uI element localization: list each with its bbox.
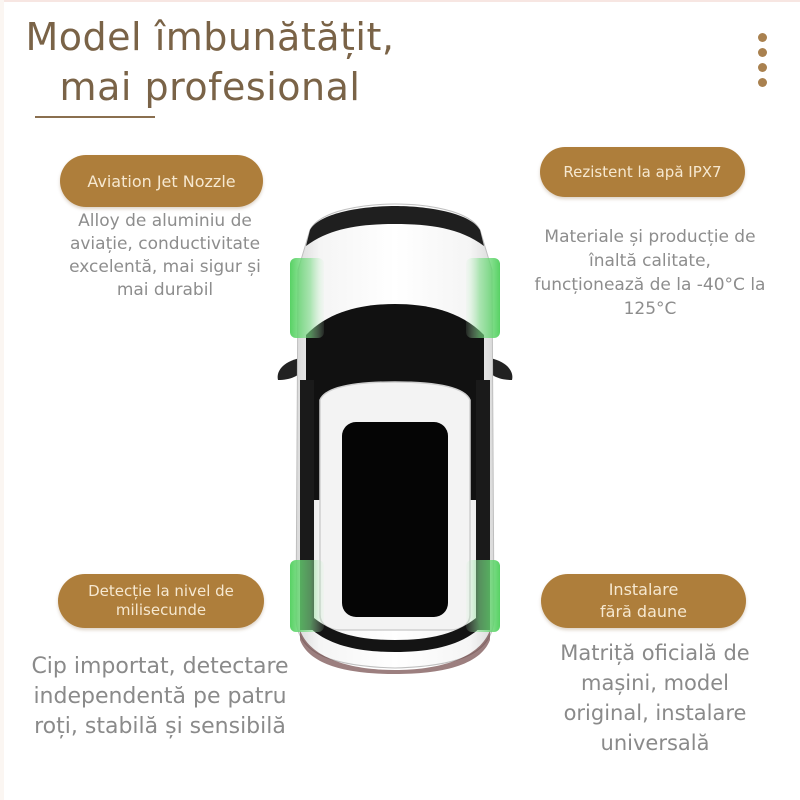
description-line: aviație, conductivitate xyxy=(69,234,261,254)
description-damage-free-install: Matriță oficială de mașini, model origin… xyxy=(510,638,800,758)
description-line: roți, stabilă și sensibilă xyxy=(34,714,286,739)
sensor-highlight-front-right xyxy=(466,258,500,338)
description-line: Cip importat, detectare xyxy=(31,654,289,679)
sensor-highlight-rear-right xyxy=(466,560,500,632)
title-underline xyxy=(35,116,155,118)
dot xyxy=(758,63,767,72)
description-line: mașini, model xyxy=(581,671,729,695)
dot xyxy=(758,48,767,57)
title-line-1: Model îmbunătățit, xyxy=(25,15,395,59)
description-millisecond-detection: Cip importat, detectare independentă pe … xyxy=(0,652,320,742)
top-border xyxy=(0,0,800,2)
title-line-2: mai profesional xyxy=(59,65,361,109)
sensor-highlight-rear-left xyxy=(290,560,324,632)
description-line: funcționează de la -40°C la xyxy=(534,275,766,295)
description-aviation-jet-nozzle: Alloy de aluminiu de aviație, conductivi… xyxy=(40,210,290,302)
dot xyxy=(758,33,767,42)
badge-label: Instalare xyxy=(608,580,679,599)
left-border xyxy=(0,0,4,800)
badge-millisecond-detection: Detecție la nivel de milisecunde xyxy=(58,574,264,628)
description-line: independentă pe patru xyxy=(33,684,287,709)
page-title: Model îmbunătățit, mai profesional xyxy=(0,12,420,112)
description-line: universală xyxy=(600,731,710,755)
badge-label: Rezistent la apă IPX7 xyxy=(563,163,722,181)
badge-label: Detecție la nivel de xyxy=(88,582,234,600)
description-line: mai durabil xyxy=(116,280,214,300)
description-line: înaltă calitate, xyxy=(589,251,711,271)
description-line: Alloy de aluminiu de xyxy=(78,211,252,231)
badge-label: fără daune xyxy=(600,602,687,621)
badge-damage-free-install: Instalare fără daune xyxy=(541,574,746,628)
badge-waterproof-ipx7: Rezistent la apă IPX7 xyxy=(540,147,745,197)
vertical-dots-icon xyxy=(758,33,770,87)
sensor-highlight-front-left xyxy=(290,258,324,338)
car-top-view-illustration xyxy=(270,200,520,675)
description-line: Matriță oficială de xyxy=(560,641,750,665)
description-line: Materiale și producție de xyxy=(544,227,756,247)
description-line: original, instalare xyxy=(563,701,747,725)
badge-aviation-jet-nozzle: Aviation Jet Nozzle xyxy=(60,155,263,207)
badge-label: milisecunde xyxy=(115,601,207,619)
description-line: 125°C xyxy=(623,299,677,319)
dot xyxy=(758,78,767,87)
description-waterproof-ipx7: Materiale și producție de înaltă calitat… xyxy=(500,225,800,321)
badge-label: Aviation Jet Nozzle xyxy=(87,171,236,191)
description-line: excelentă, mai sigur și xyxy=(69,257,261,277)
